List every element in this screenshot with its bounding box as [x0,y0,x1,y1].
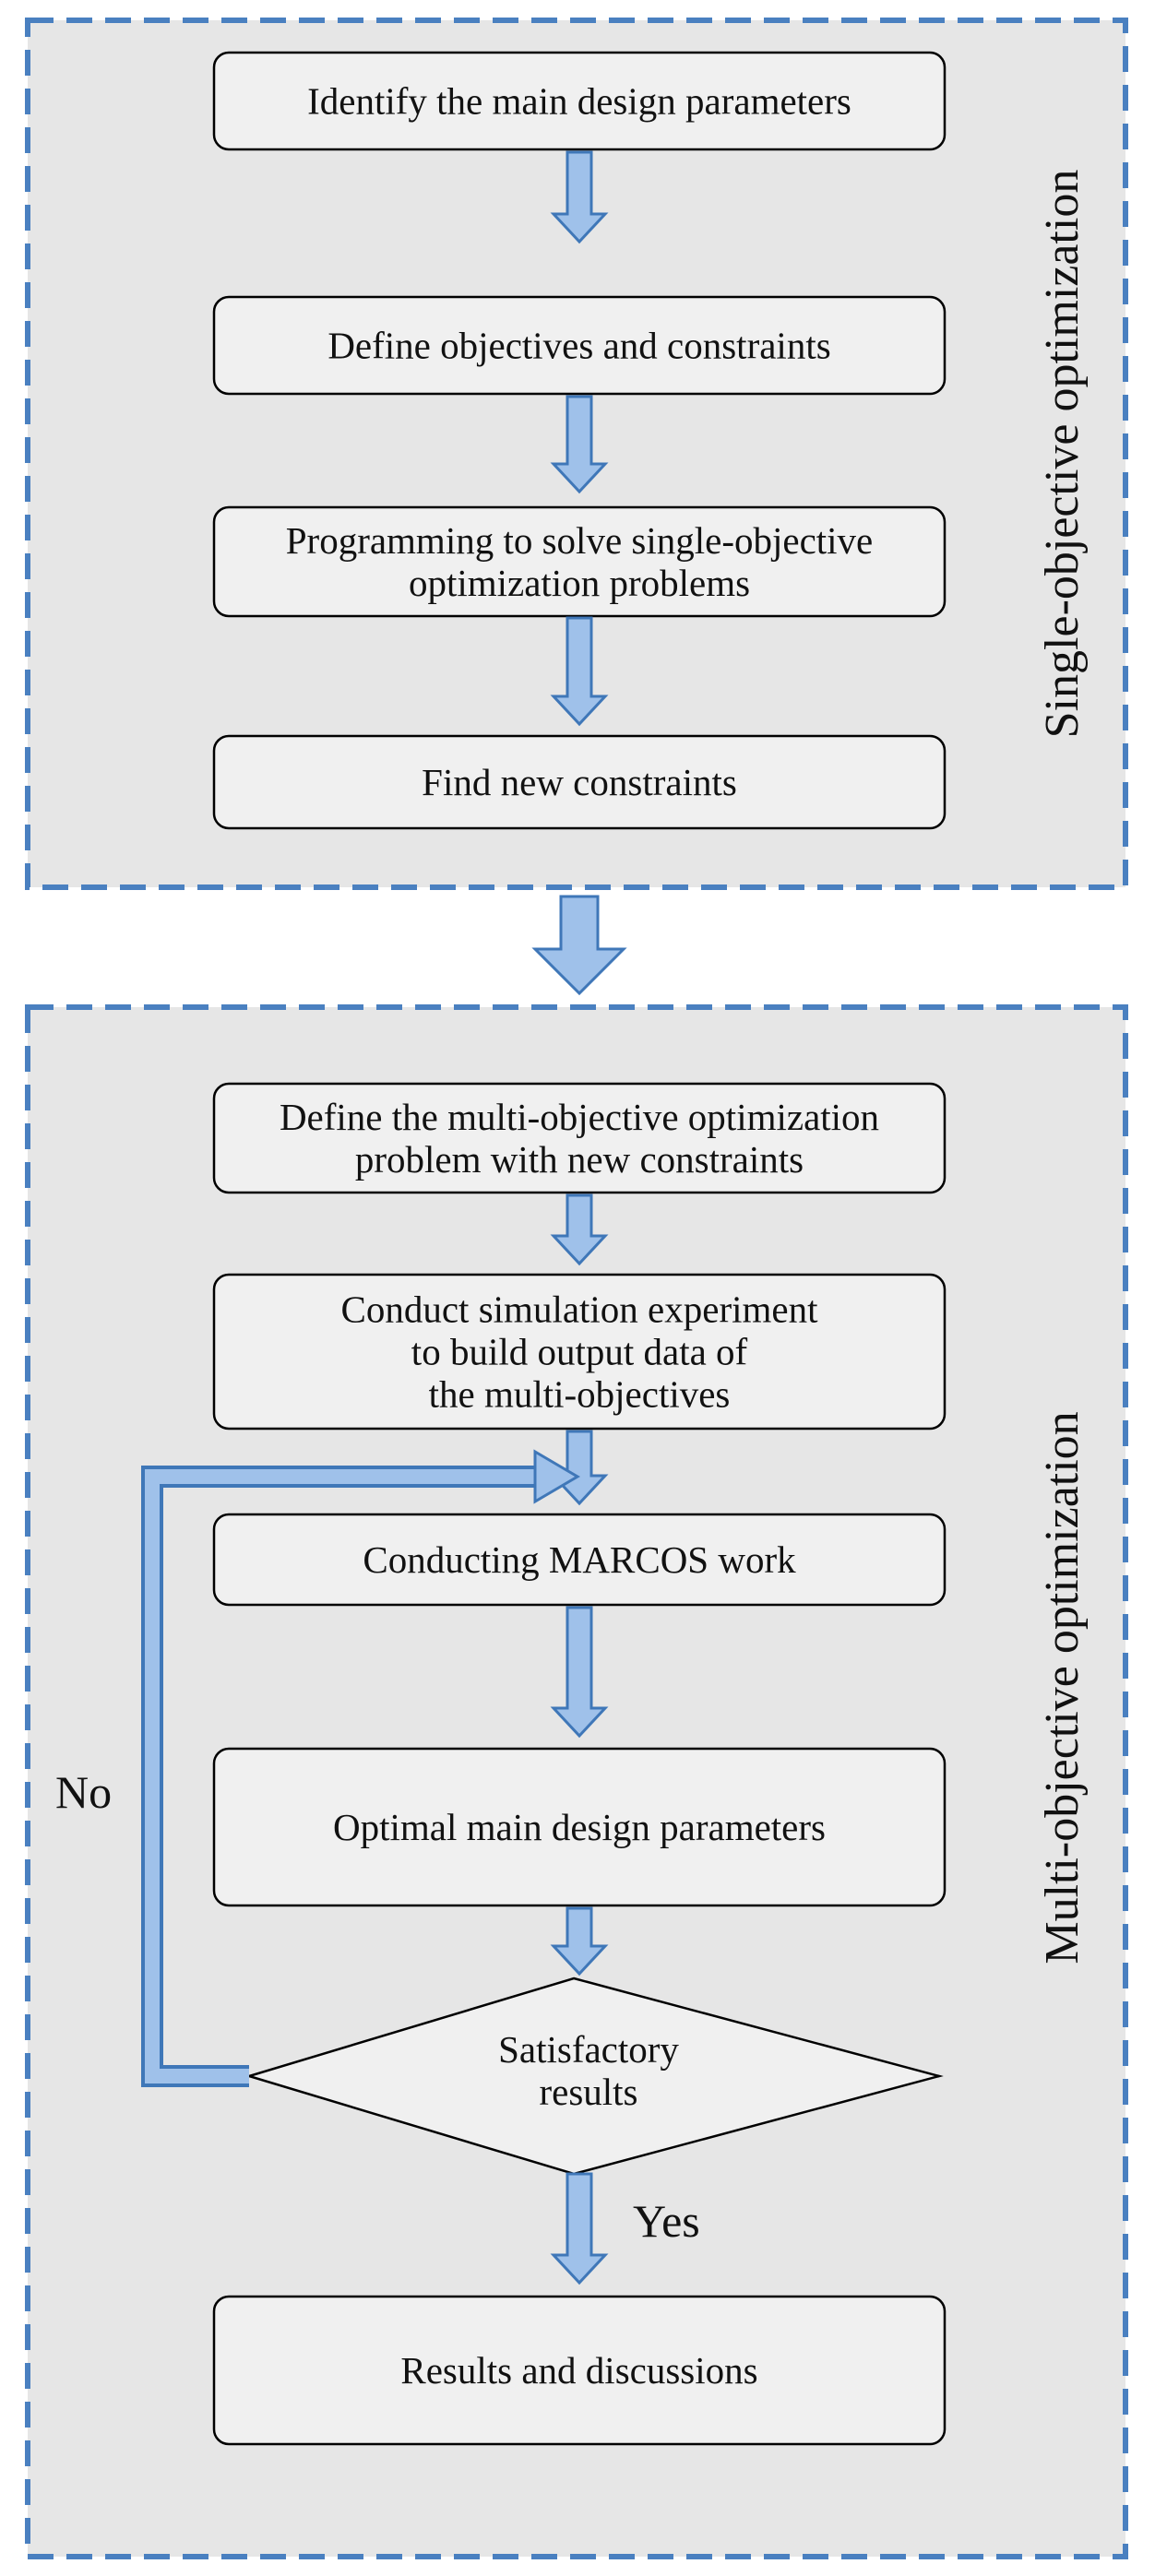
results-discussions-box [212,2295,947,2446]
programming-box-shape [212,505,947,618]
define-objectives-box-text: Define objectives and constraints [327,325,830,367]
optimal-parameters-box-text-line: Optimal main design parameters [333,1806,826,1848]
simulation-experiment-box-text-line: to build output data of [411,1331,748,1373]
define-multi-problem-box-text-line: Define the multi-objective optimization [280,1096,879,1138]
decision-text-line: Satisfactory [498,2028,679,2071]
identify-parameters-box-shape [212,51,947,151]
programming-box-text-line: Programming to solve single-objective [286,519,874,562]
define-multi-problem-box-text-line: problem with new constraints [355,1138,804,1181]
no-loop-arrowhead [533,1449,580,1504]
marcos-work-box-text-line: Conducting MARCOS work [363,1538,796,1581]
yes-label: Yes [633,2195,700,2247]
programming-box-text-line: optimization problems [409,562,750,604]
define-objectives-box [212,295,947,396]
arrow-single-2 [550,395,609,494]
identify-parameters-box-text: Identify the main design parameters [307,80,851,123]
find-constraints-box-text: Find new constraints [422,761,737,803]
flow-layer: Identify the main design parametersDefin… [55,51,947,2446]
find-constraints-box-text-line: Find new constraints [422,761,737,803]
define-objectives-box-shape [212,295,947,396]
simulation-experiment-box [212,1273,947,1430]
simulation-experiment-box-text-line: Conduct simulation experiment [341,1288,819,1331]
define-multi-problem-box-shape [212,1082,947,1194]
define-multi-problem-box [212,1082,947,1194]
arrow-yes [550,2172,609,2285]
arrow-between-sections [531,895,627,996]
single-objective-title: Single-objective optimization [1036,170,1089,739]
identify-parameters-box-text-line: Identify the main design parameters [307,80,851,123]
find-constraints-box [212,734,947,830]
results-discussions-box-text: Results and discussions [400,2349,757,2392]
arrow-single-3 [550,616,609,727]
optimal-parameters-box-shape [212,1747,947,1907]
marcos-work-box-text: Conducting MARCOS work [363,1538,796,1581]
multi-objective-title: Multi-objective optimization [1036,1411,1089,1964]
no-loop-fill [145,1469,540,2083]
decision-text-line: results [539,2071,637,2113]
marcos-work-box [212,1513,947,1607]
find-constraints-box-shape [212,734,947,830]
no-label: No [55,1766,112,1818]
programming-box [212,505,947,618]
marcos-work-box-shape [212,1513,947,1607]
optimal-parameters-box [212,1747,947,1907]
arrow-multi-4 [550,1906,609,1977]
results-discussions-box-shape [212,2295,947,2446]
identify-parameters-box [212,51,947,151]
simulation-experiment-box-text-line: the multi-objectives [429,1373,731,1416]
arrow-multi-3 [550,1606,609,1739]
results-discussions-box-text-line: Results and discussions [400,2349,757,2392]
simulation-experiment-box-shape [212,1273,947,1430]
optimal-parameters-box-text: Optimal main design parameters [333,1806,826,1848]
arrow-multi-1 [550,1193,609,1266]
arrow-single-1 [550,150,609,244]
define-objectives-box-text-line: Define objectives and constraints [327,325,830,367]
